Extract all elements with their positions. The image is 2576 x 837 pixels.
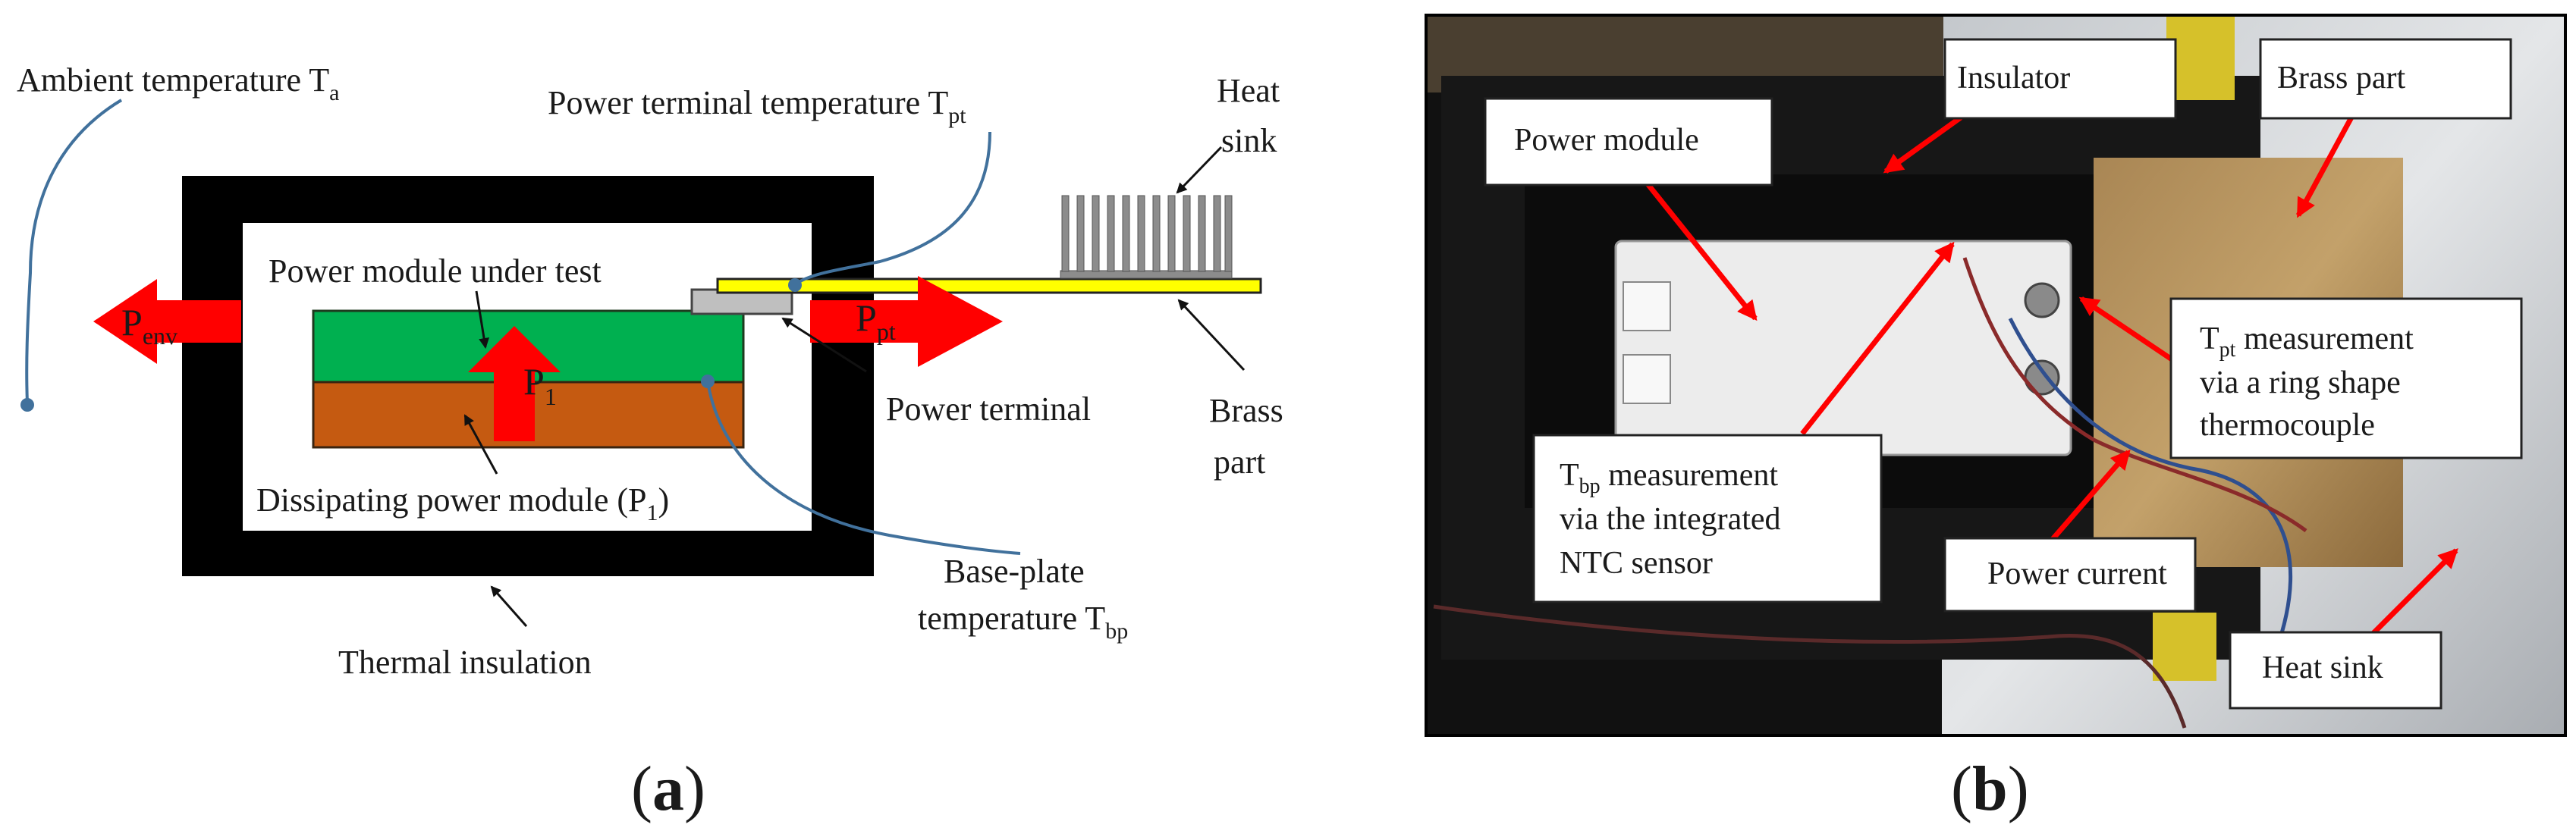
box-tpt [2169,297,2523,459]
box-heat-sink [2229,631,2442,710]
arrow-brass [2295,105,2361,218]
dissipating-label: Dissipating power module (P1) [256,481,669,525]
power-terminal-temp-leader [793,131,991,286]
photo-yellow-bottom [2153,613,2216,681]
arrow-heat-sink [2364,548,2458,642]
arrow-tpt [2078,296,2180,366]
pmut-arrow-line [475,290,489,349]
label-power-module: Power module [1514,123,1699,158]
heat-sink-arrow-line [1176,146,1223,194]
panel-b-photo: Insulator Brass part Power module Tpt me… [1425,14,2567,824]
label-tbp-line3: NTC sensor [1560,546,1713,581]
photo-screw-2 [2024,359,2060,396]
label-power-current: Power current [1987,556,2167,591]
ambient-leader [25,99,123,404]
caption-a: (a) [631,754,705,824]
photo-module-left-terminal [1623,281,1671,331]
photo-module-left-terminal-2 [1623,354,1671,404]
ambient-dot [20,398,34,412]
p-env-arrow [93,279,241,364]
label-tbp-line2: via the integrated [1560,502,1781,537]
p1-arrow [468,326,561,441]
arrow-tbp [1800,241,1955,436]
power-terminal-temp-label: Power terminal temperature Tpt [548,84,966,128]
label-insulator: Insulator [1957,61,2070,96]
box-power-current [1943,537,2197,613]
p-env-label: Penv [121,301,177,350]
box-tbp [1532,434,1883,603]
power-terminal-dot [788,278,802,292]
label-tbp-line1: Tbp measurement [1560,458,1778,498]
photo-wire-lower [1433,604,2187,729]
power-terminal-arrow-line [781,317,867,373]
photo-wire-blue [2008,317,2293,653]
label-tpt-line1: Tpt measurement [2200,321,2414,362]
brass-part-bar [716,277,1262,294]
box-power-module [1484,97,1773,187]
p1-label: P1 [523,360,557,410]
insulation-arrow-line [490,585,528,627]
dissipating-arrow-line [463,414,498,475]
brass-part-label-line1: Brass [1209,392,1283,429]
label-brass: Brass part [2277,61,2405,96]
brass-arrow-line [1177,299,1246,371]
p-pt-label: Ppt [856,296,896,345]
photo-yellow-top [2166,17,2235,100]
box-brass [2259,38,2512,120]
base-plate-leader [706,381,1021,555]
base-plate-label-line1: Base-plate [944,553,1085,590]
photo-wire-red [1962,257,2307,533]
brass-part-label-line2: part [1214,444,1265,481]
panel-a-diagram: Ambient temperature Ta Power terminal te… [17,61,1283,824]
p-pt-arrow [810,276,1003,367]
arrow-power-current [2046,449,2131,547]
base-plate-dot [701,375,715,388]
label-tpt-line3: thermocouple [2200,408,2375,443]
heat-sink-fins [1060,195,1233,279]
label-tpt-line2: via a ring shape [2200,365,2401,400]
base-plate-label-line2: temperature Tbp [918,600,1128,644]
power-module-under-test-label: Power module under test [269,252,602,290]
label-heat-sink: Heat sink [2262,650,2383,685]
box-insulator [1943,38,2177,120]
thermal-insulation-label: Thermal insulation [338,644,592,681]
ambient-label: Ambient temperature Ta [17,61,339,105]
caption-b: (b) [1951,754,2029,824]
heat-sink-label-line1: Heat [1217,72,1280,109]
photo-screw-1 [2024,282,2060,318]
arrow-power-module [1644,180,1758,321]
power-terminal-label: Power terminal [886,390,1091,428]
heat-sink-label-line2: sink [1221,122,1277,159]
